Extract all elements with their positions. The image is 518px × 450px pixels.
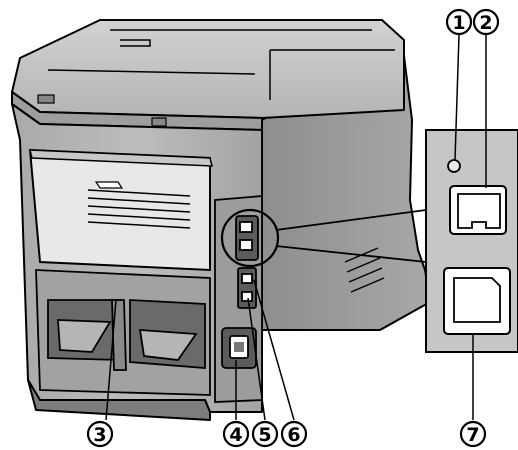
lid-ridges	[47, 29, 395, 100]
svg-text:3: 3	[93, 424, 106, 446]
zoom-lines	[275, 209, 427, 263]
phone-port-small	[239, 239, 253, 251]
callout-1: 1	[445, 8, 473, 36]
callout-2: 2	[472, 8, 500, 36]
status-led-icon	[447, 159, 461, 173]
svg-text:1: 1	[452, 12, 465, 34]
port-column	[214, 195, 263, 403]
svg-text:6: 6	[287, 424, 300, 446]
usb-port-icon	[443, 267, 511, 335]
callout-4: 4	[222, 420, 250, 448]
side-vents	[344, 247, 385, 293]
svg-text:5: 5	[258, 424, 271, 446]
svg-text:2: 2	[479, 12, 492, 34]
callouts: 1 2 3 4 5 6 7	[86, 8, 500, 448]
usb-port-small-upper	[241, 273, 253, 284]
usb-port-small-lower	[241, 291, 253, 302]
lan-port-icon	[449, 185, 507, 235]
duplex-unit	[35, 269, 211, 396]
callout-3: 3	[86, 420, 114, 448]
callout-6: 6	[280, 420, 308, 448]
lan-port-small	[239, 221, 253, 233]
leader-lines	[105, 34, 487, 421]
rear-cover	[28, 148, 213, 272]
svg-text:4: 4	[229, 424, 242, 446]
svg-text:7: 7	[466, 424, 479, 446]
callout-5: 5	[251, 420, 279, 448]
port-detail-panel	[425, 129, 518, 353]
zoom-circle	[220, 208, 280, 268]
callout-7: 7	[459, 420, 487, 448]
